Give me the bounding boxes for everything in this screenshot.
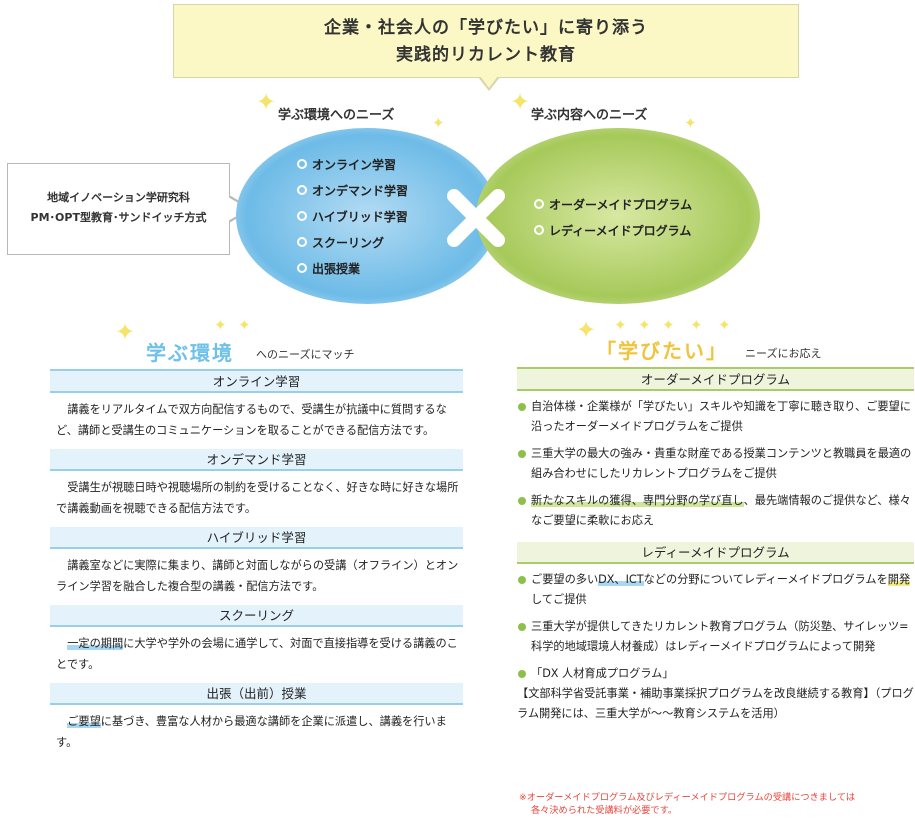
- headline-banner: 企業・社会人の「学びたい」に寄り添う 実践的リカレント教育: [173, 4, 799, 78]
- schooling-text: 一定の期間に大学や学外の会場に通学して、対面で直接指導を受ける講義のことです。: [56, 637, 458, 671]
- right-section-subtitle: ニーズにお応え: [745, 347, 822, 360]
- sparkle-icon: ✦: [238, 316, 251, 334]
- sparkle-icon: ✦: [256, 88, 277, 116]
- bullet-dot-icon: [297, 263, 307, 273]
- online-learning-heading: オンライン学習: [50, 371, 463, 393]
- visiting-class-text: ご要望に基づき、豊富な人材から最適な講師を企業に派遣し、講義を行います。: [56, 715, 447, 749]
- list-item: オーダーメイドプログラム: [534, 191, 692, 217]
- list-item: オンデマンド学習: [297, 177, 408, 203]
- left-section-subtitle: へのニーズにマッチ: [256, 348, 355, 361]
- sparkle-icon: ✦: [115, 318, 136, 346]
- learning-environment-column: オンライン学習 講義をリアルタイムで双方向配信するもので、受講生が抗議中に質問す…: [50, 371, 463, 761]
- bullet-dot-icon: [534, 199, 544, 209]
- list-item: ハイブリッド学習: [297, 203, 408, 229]
- visiting-class-heading: 出張（出前）授業: [50, 683, 463, 705]
- sparkle-icon: ✦: [214, 316, 227, 334]
- list-item: スクーリング: [297, 229, 408, 255]
- list-item: オンライン学習: [297, 151, 408, 177]
- list-item: 三重大学の最大の強み・貴重な財産である授業コンテンツと教職員を最適の組み合わせに…: [517, 444, 914, 484]
- right-section-title: 「学びたい」: [596, 339, 728, 363]
- sparkle-icon: ✦: [684, 114, 697, 132]
- ordermade-program-heading: オーダーメイドプログラム: [517, 369, 914, 391]
- note-line-1: 地域イノベーション学研究科: [47, 191, 190, 204]
- online-learning-text: 講義をリアルタイムで双方向配信するもので、受講生が抗議中に質問するなど、講師と受…: [56, 403, 447, 437]
- sparkle-icon: ✦: [662, 316, 675, 334]
- sparkle-icon: ✦: [576, 316, 597, 344]
- sparkle-icon: ✦: [432, 114, 445, 132]
- hybrid-learning-text: 講義室などに実際に集まり、講師と対面しながらの受講（オフライン）とオンライン学習…: [56, 559, 459, 593]
- list-item: 新たなスキルの獲得、専門分野の学び直し、最先端情報のご提供など、様々なご要望に柔…: [517, 491, 914, 531]
- content-needs-ellipse: [476, 128, 760, 304]
- content-needs-list: オーダーメイドプログラム レディーメイドプログラム: [534, 191, 692, 243]
- readymade-program-heading: レディーメイドプログラム: [517, 542, 914, 564]
- bullet-dot-icon: [534, 225, 544, 235]
- tuition-footnote: ※オーダーメイドプログラム及びレディーメイドプログラムの受講につきましては 各々…: [519, 792, 856, 816]
- list-item: 出張授業: [297, 255, 408, 281]
- cross-icon: [447, 189, 505, 247]
- ondemand-learning-heading: オンデマンド学習: [50, 449, 463, 471]
- sparkle-icon: ✦: [510, 88, 531, 116]
- content-needs-heading: 学ぶ内容へのニーズ: [531, 108, 648, 123]
- learning-content-column: オーダーメイドプログラム 自治体様・企業様が「学びたい」スキルや知識を丁寧に聴き…: [517, 369, 914, 735]
- list-item: 自治体様・企業様が「学びたい」スキルや知識を丁寧に聴き取り、ご要望に沿ったオーダ…: [517, 397, 914, 437]
- sparkle-icon: ✦: [690, 316, 703, 334]
- environment-needs-list: オンライン学習 オンデマンド学習 ハイブリッド学習 スクーリング 出張授業: [297, 151, 408, 281]
- bullet-dot-icon: [297, 237, 307, 247]
- schooling-heading: スクーリング: [50, 605, 463, 627]
- headline-line-1: 企業・社会人の「学びたい」に寄り添う: [324, 18, 648, 38]
- hybrid-learning-heading: ハイブリッド学習: [50, 527, 463, 549]
- bullet-dot-icon: [297, 211, 307, 221]
- sparkle-icon: ✦: [614, 316, 627, 334]
- environment-needs-ellipse: [236, 128, 498, 304]
- sparkle-icon: ✦: [638, 316, 651, 334]
- list-item: 「DX 人材育成プログラム」【文部科学省受託事業・補助事業採択プログラムを改良継…: [517, 664, 914, 724]
- note-line-2: PM･OPT型教育･サンドイッチ方式: [30, 211, 207, 224]
- right-section-divider: [517, 367, 914, 369]
- bullet-dot-icon: [297, 185, 307, 195]
- environment-needs-heading: 学ぶ環境へのニーズ: [278, 108, 395, 123]
- ordermade-program-list: 自治体様・企業様が「学びたい」スキルや知識を丁寧に聴き取り、ご要望に沿ったオーダ…: [517, 391, 914, 542]
- left-section-divider: [50, 369, 463, 371]
- sparkle-icon: ✦: [718, 316, 731, 334]
- bullet-dot-icon: [297, 159, 307, 169]
- left-section-title: 学ぶ環境: [146, 341, 234, 365]
- headline-line-2: 実践的リカレント教育: [396, 45, 576, 65]
- readymade-program-list: ご要望の多いDX、ICTなどの分野についてレディーメイドプログラムを開発してご提…: [517, 564, 914, 735]
- list-item: レディーメイドプログラム: [534, 217, 692, 243]
- list-item: 三重大学が提供してきたリカレント教育プログラム（防災塾、サイレッツ=科学的地域環…: [517, 617, 914, 657]
- ondemand-learning-text: 受講生が視聴日時や視聴場所の制約を受けることなく、好きな時に好きな場所で講義動画…: [56, 481, 459, 515]
- graduate-school-note: 地域イノベーション学研究科 PM･OPT型教育･サンドイッチ方式: [7, 163, 230, 255]
- list-item: ご要望の多いDX、ICTなどの分野についてレディーメイドプログラムを開発してご提…: [517, 570, 914, 610]
